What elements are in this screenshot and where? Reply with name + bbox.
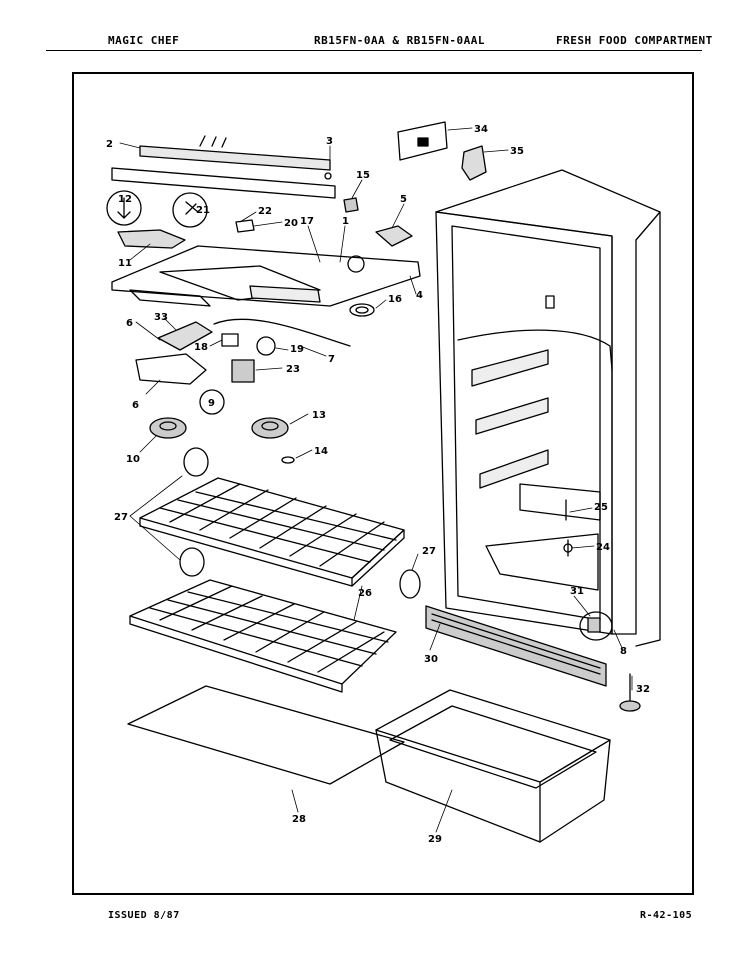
top-trim-bar <box>111 135 336 199</box>
shelf-support-27-right <box>399 569 421 599</box>
shelf-support-27-top <box>183 447 209 477</box>
callout-31: 31 <box>570 586 584 597</box>
callout-32: 32 <box>636 684 650 695</box>
leveling-leg-32 <box>623 673 637 705</box>
callout-6-lower: 6 <box>132 400 139 411</box>
detail-circle-21 <box>172 192 208 228</box>
callout-16: 16 <box>388 294 402 305</box>
callout-35: 35 <box>510 146 524 157</box>
callout-1: 1 <box>342 216 349 227</box>
dial-13 <box>251 417 289 439</box>
callout-13: 13 <box>312 410 326 421</box>
callout-28: 28 <box>292 814 306 825</box>
crisper-cover-28 <box>127 685 405 785</box>
diagram-frame <box>72 72 694 895</box>
callout-22: 22 <box>258 206 272 217</box>
callout-9: 9 <box>208 398 215 409</box>
dial-10 <box>149 417 187 439</box>
brand-name: MAGIC CHEF <box>108 34 180 47</box>
header-rule <box>46 50 702 51</box>
callout-23: 23 <box>286 364 300 375</box>
thermostat-33 <box>157 321 213 351</box>
issued-date: ISSUED 8/87 <box>108 910 180 921</box>
bracket-35 <box>461 145 487 181</box>
bottom-grille-30 <box>425 605 607 687</box>
callout-5: 5 <box>400 194 407 205</box>
refrigerator-cabinet <box>435 169 661 647</box>
callout-29: 29 <box>428 834 442 845</box>
callout-34: 34 <box>474 124 488 135</box>
callout-14: 14 <box>314 446 328 457</box>
shelf-support-27-mid <box>179 547 205 577</box>
callout-15: 15 <box>356 170 370 181</box>
callout-27-right: 27 <box>422 546 436 557</box>
callout-11: 11 <box>118 258 132 269</box>
callout-33: 33 <box>154 312 168 323</box>
callout-19: 19 <box>290 344 304 355</box>
callout-26: 26 <box>358 588 372 599</box>
callout-21: 21 <box>196 205 210 216</box>
callout-20: 20 <box>284 218 298 229</box>
callout-30: 30 <box>424 654 438 665</box>
callout-24: 24 <box>596 542 610 553</box>
section-title: FRESH FOOD COMPARTMENT <box>556 34 713 47</box>
callout-3: 3 <box>326 136 333 147</box>
callout-17: 17 <box>300 216 314 227</box>
model-number: RB15FN-0AA & RB15FN-0AAL <box>314 34 485 47</box>
callout-2: 2 <box>106 139 113 150</box>
bracket-34 <box>397 121 448 161</box>
ring-16 <box>349 303 375 317</box>
upper-wire-shelf <box>139 477 405 587</box>
callout-6-upper: 6 <box>126 318 133 329</box>
callout-18: 18 <box>194 342 208 353</box>
part-14 <box>281 456 295 464</box>
crisper-drawer-29 <box>375 689 611 843</box>
detail-circle-31 <box>579 611 613 641</box>
callout-27-left: 27 <box>114 512 128 523</box>
callout-12: 12 <box>118 194 132 205</box>
callout-10: 10 <box>126 454 140 465</box>
control-housing <box>111 245 421 307</box>
document-code: R-42-105 <box>640 910 693 921</box>
clip-15 <box>343 197 359 213</box>
bracket-8 <box>135 353 207 385</box>
detail-circle-12 <box>106 190 142 226</box>
switch-23 <box>231 359 255 383</box>
lamp-19 <box>256 336 276 356</box>
callout-8: 8 <box>620 646 627 657</box>
lower-wire-shelf <box>129 579 397 693</box>
callout-7: 7 <box>328 354 335 365</box>
part-5 <box>375 225 413 247</box>
callout-4: 4 <box>416 290 423 301</box>
callout-25: 25 <box>594 502 608 513</box>
